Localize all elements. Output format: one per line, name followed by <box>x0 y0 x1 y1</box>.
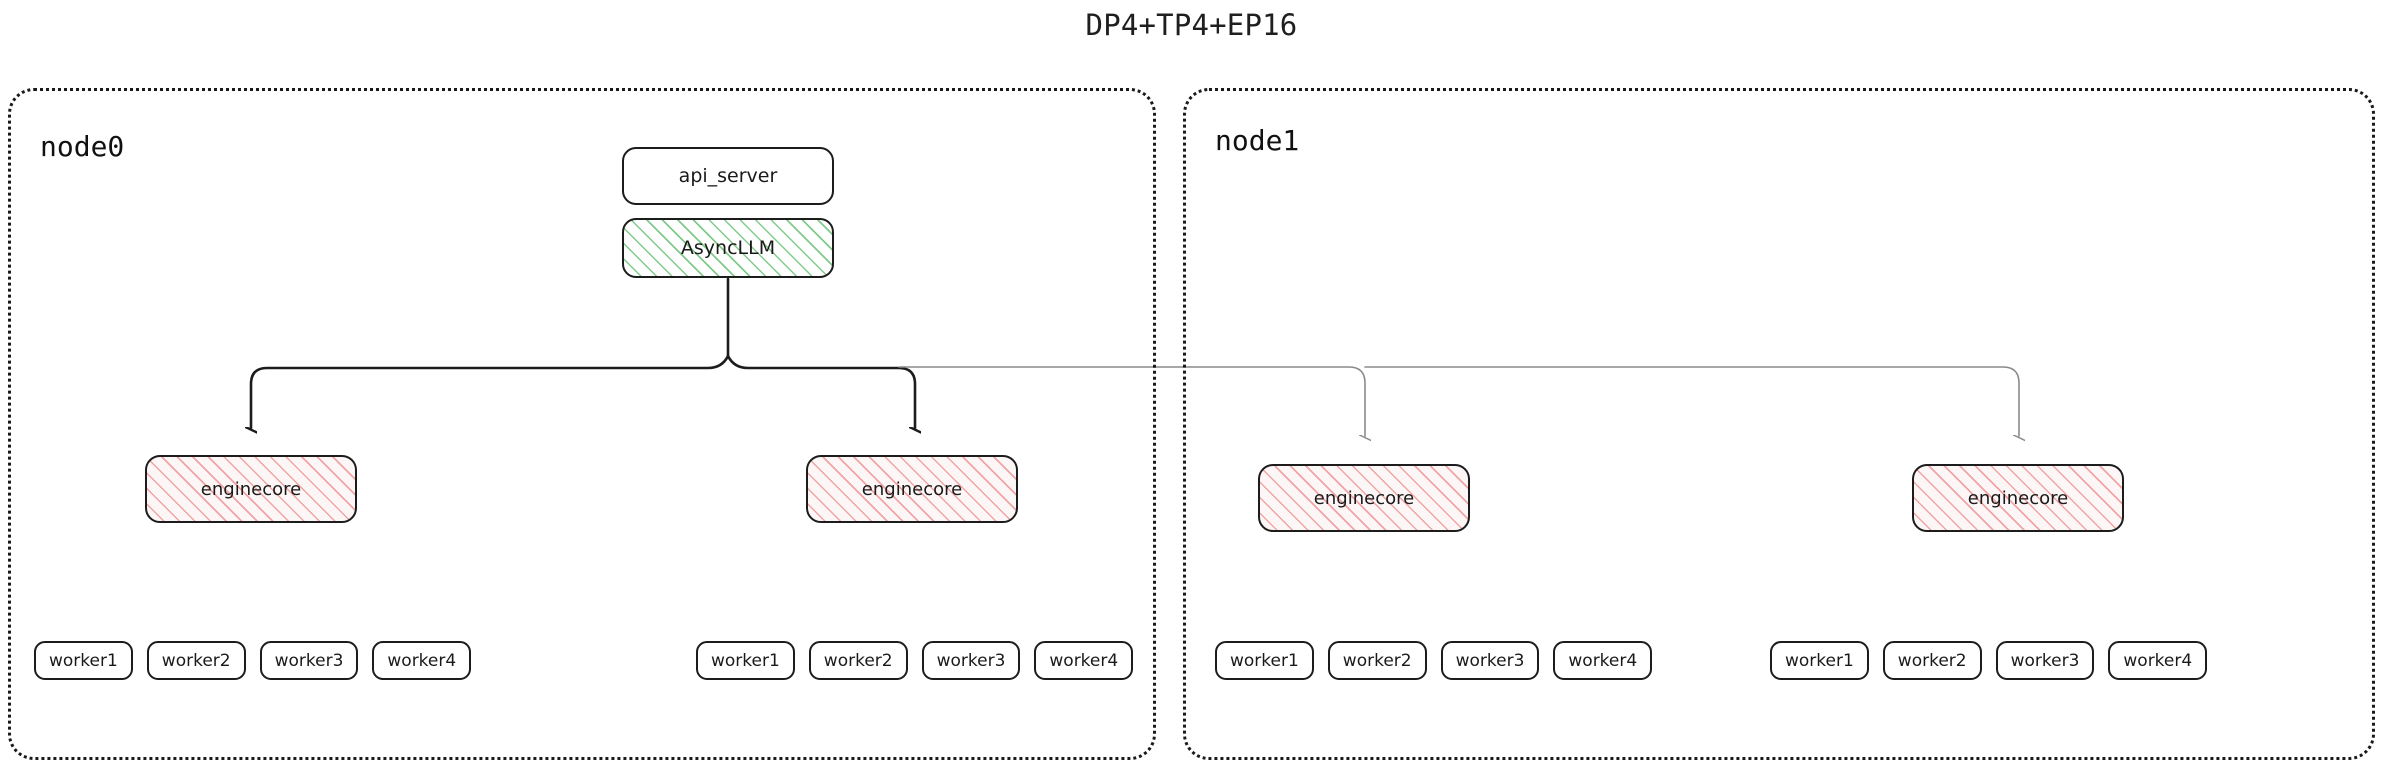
asyncllm-box[interactable]: AsyncLLM <box>622 218 834 278</box>
worker-row: worker1 worker2 worker3 worker4 <box>34 641 472 680</box>
worker-box[interactable]: worker1 <box>34 641 133 680</box>
page-title: DP4+TP4+EP16 <box>1085 8 1298 42</box>
worker-row: worker1 worker2 worker3 worker4 <box>1215 641 1653 680</box>
enginecore-box[interactable]: enginecore <box>1258 464 1470 532</box>
worker-box[interactable]: worker3 <box>1440 641 1540 680</box>
worker-box[interactable]: worker4 <box>2108 641 2208 680</box>
worker-box[interactable]: worker1 <box>696 641 795 680</box>
node-container-node1 <box>1183 88 2375 760</box>
worker-box[interactable]: worker4 <box>1553 641 1653 680</box>
enginecore-box[interactable]: enginecore <box>145 455 357 523</box>
worker-box[interactable]: worker3 <box>259 641 359 680</box>
worker-box[interactable]: worker2 <box>146 641 246 680</box>
worker-box[interactable]: worker4 <box>1034 641 1134 680</box>
worker-box[interactable]: worker1 <box>1215 641 1314 680</box>
worker-box[interactable]: worker4 <box>372 641 472 680</box>
worker-box[interactable]: worker3 <box>921 641 1021 680</box>
worker-row: worker1 worker2 worker3 worker4 <box>1770 641 2208 680</box>
worker-box[interactable]: worker2 <box>808 641 908 680</box>
worker-box[interactable]: worker3 <box>1995 641 2095 680</box>
enginecore-box[interactable]: enginecore <box>1912 464 2124 532</box>
worker-row: worker1 worker2 worker3 worker4 <box>696 641 1134 680</box>
node-container-node0 <box>8 88 1156 760</box>
worker-box[interactable]: worker2 <box>1882 641 1982 680</box>
node-label-node1: node1 <box>1215 124 1300 157</box>
enginecore-box[interactable]: enginecore <box>806 455 1018 523</box>
api-server-box[interactable]: api_server <box>622 147 834 205</box>
worker-box[interactable]: worker2 <box>1327 641 1427 680</box>
node-label-node0: node0 <box>40 130 125 163</box>
worker-box[interactable]: worker1 <box>1770 641 1869 680</box>
